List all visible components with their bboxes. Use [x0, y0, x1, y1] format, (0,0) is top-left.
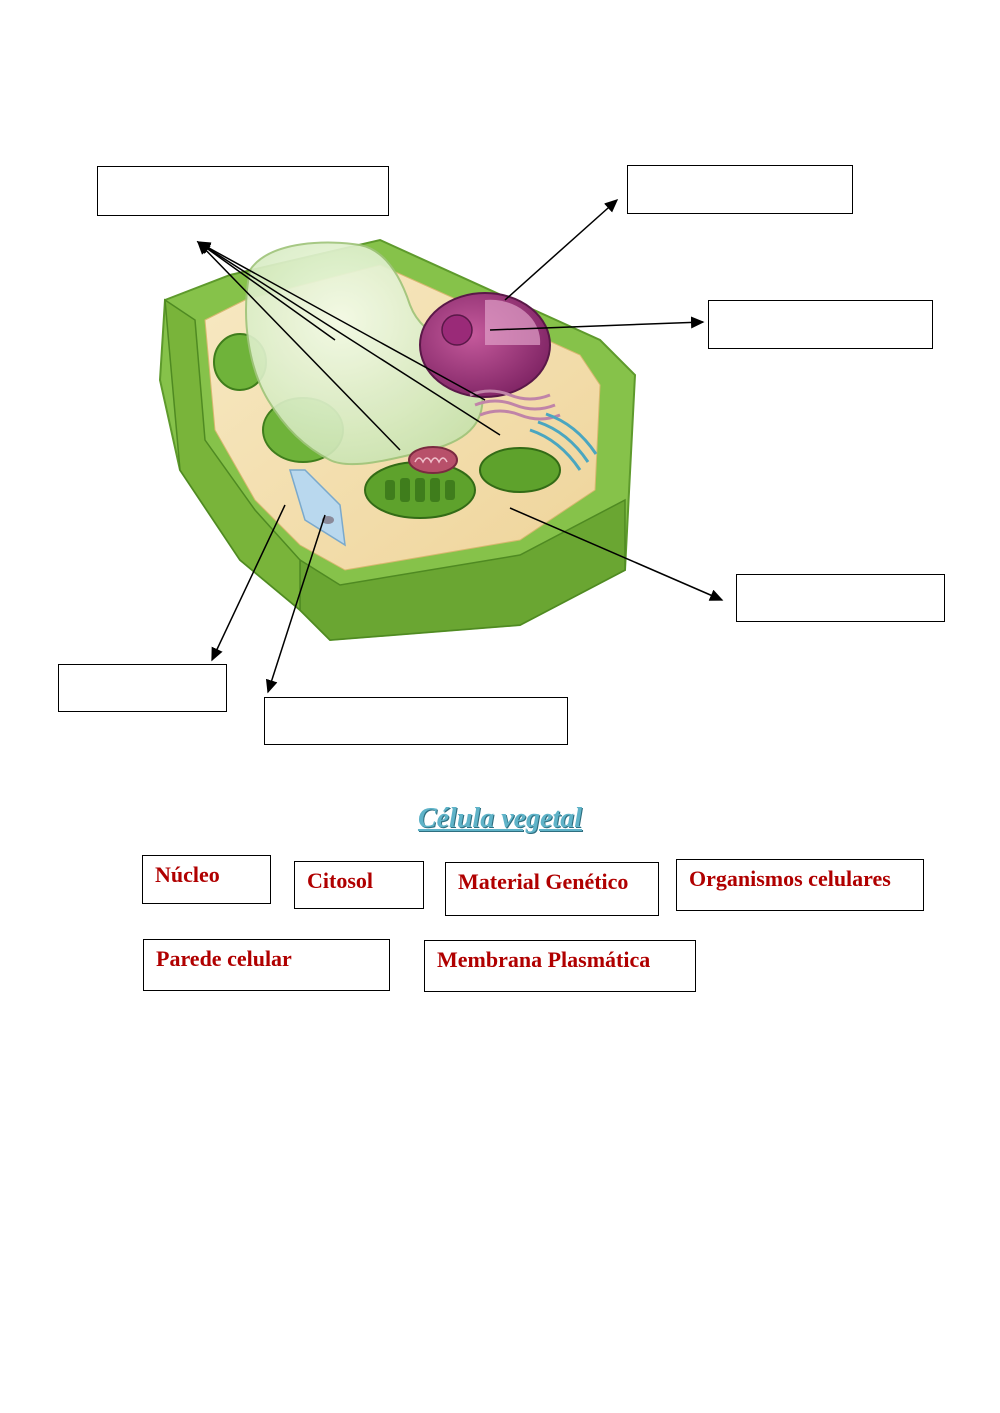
- page-title: Célula vegetal: [417, 803, 583, 834]
- answer-box-top-left[interactable]: [97, 166, 389, 216]
- word-nucleo[interactable]: Núcleo: [142, 855, 271, 904]
- nucleus: [419, 292, 551, 398]
- word-citosol[interactable]: Citosol: [294, 861, 424, 909]
- word-membrana-plasmatica[interactable]: Membrana Plasmática: [424, 940, 696, 992]
- plasma-membrane: [288, 469, 346, 547]
- vacuole: [245, 241, 484, 466]
- endoplasmic-reticulum: [469, 389, 561, 421]
- word-parede-celular[interactable]: Parede celular: [143, 939, 390, 991]
- pointer-arrows: [196, 199, 724, 694]
- answer-box-top-right[interactable]: [627, 165, 853, 214]
- answer-box-right-lower[interactable]: [736, 574, 945, 622]
- mitochondrion: [408, 446, 458, 474]
- plant-cell-diagram: [158, 199, 724, 694]
- word-material-genetico[interactable]: Material Genético: [445, 862, 659, 916]
- word-organismos-celulares[interactable]: Organismos celulares: [676, 859, 924, 911]
- answer-box-bottom-left[interactable]: [58, 664, 227, 712]
- answer-box-bottom-center[interactable]: [264, 697, 568, 745]
- answer-box-right-upper[interactable]: [708, 300, 933, 349]
- golgi-apparatus: [529, 412, 598, 471]
